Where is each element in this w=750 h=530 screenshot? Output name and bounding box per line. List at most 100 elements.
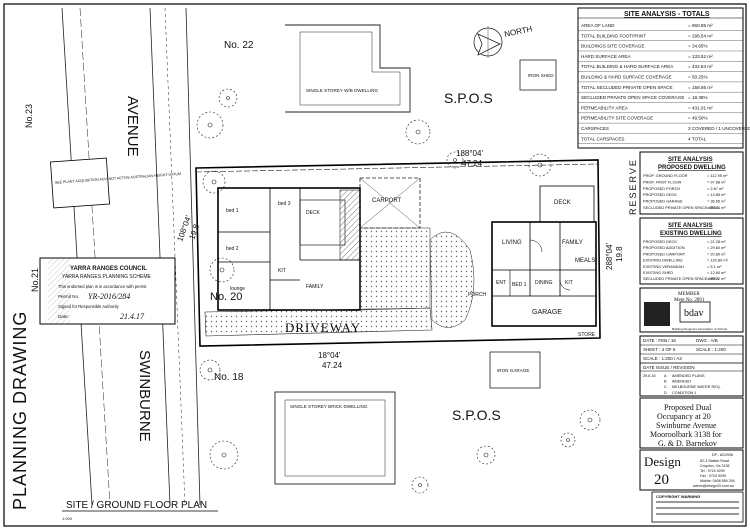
copyright-title: COPYRIGHT WARNING bbox=[656, 494, 700, 499]
totals-title: SITE ANALYSIS - TOTALS bbox=[624, 11, 710, 18]
totals-row-label: TOTAL CARSPACES bbox=[581, 136, 624, 141]
proposed-title-1: SITE ANALYSIS bbox=[668, 157, 713, 163]
proposed-row-value: = 97.68 m² bbox=[707, 179, 726, 184]
garden-bed bbox=[429, 231, 475, 328]
bearing-top: 188°04' bbox=[456, 149, 483, 158]
room-deck-existing: DECK bbox=[306, 210, 321, 216]
revision-description: AMENDED PLANS bbox=[672, 374, 705, 378]
lot-no22-label: No. 22 bbox=[224, 40, 254, 51]
totals-row-label: TOTAL SECLUDED PRIVATE OPEN SPACE bbox=[581, 85, 673, 90]
room-bed1: bed 1 bbox=[226, 208, 239, 214]
north-arrow bbox=[473, 26, 503, 58]
existing-row-value: = 120.80 m² bbox=[707, 258, 729, 263]
proposed-row-value: = 55.14 m² bbox=[707, 205, 726, 210]
room-dining: DINING bbox=[535, 280, 553, 286]
revision-issue: B bbox=[664, 380, 667, 384]
room-garage: GARAGE bbox=[532, 309, 562, 316]
proposed-row-value: = 36.65 m² bbox=[707, 199, 726, 204]
project-line-1: Proposed Dual bbox=[664, 403, 712, 412]
firm-address-2: Croydon, Vic 3136 bbox=[700, 464, 730, 468]
room-living: LIVING bbox=[502, 240, 522, 246]
proposed-row-value: = 112.95 m² bbox=[707, 173, 728, 178]
firm-tel: Tel : 9724 9299 bbox=[700, 469, 725, 473]
driveway-label: DRIVEWAY bbox=[285, 320, 361, 335]
totals-row-label: HARD SURFACE AREA bbox=[581, 54, 631, 59]
totals-row-label: AREA OF LAND bbox=[581, 23, 615, 28]
totals-row-label: CARSPACES bbox=[581, 126, 609, 131]
bdav-logo-text: bdav bbox=[684, 308, 703, 319]
totals-row-label: BUILDING & HARD SURFACE COVERAGE bbox=[581, 75, 672, 80]
totals-row-value: = 298.54 m² bbox=[688, 33, 713, 38]
totals-row-value: = 18.38% bbox=[688, 95, 708, 100]
proposed-dwelling bbox=[491, 185, 597, 327]
stamp-date: 21.4.17 bbox=[120, 312, 145, 321]
stamp-date-label: Date: bbox=[58, 314, 69, 319]
proposed-row-value: = 2.67 m² bbox=[707, 186, 724, 191]
totals-row-label: TOTAL BUILDING FOOTPRINT bbox=[581, 33, 646, 38]
totals-row-value: = 158.66 m² bbox=[688, 85, 713, 90]
note-stamp bbox=[50, 157, 110, 209]
revision-description: AMENDED bbox=[672, 380, 691, 384]
title-block-cell: DWG : A/B bbox=[696, 338, 718, 343]
firm-fax: Fax : 9724 9299 bbox=[700, 474, 726, 478]
project-line-5: G. & D. Barnekov bbox=[658, 439, 717, 448]
room-bed3: bed 3 bbox=[278, 201, 291, 207]
revision-date: 29.6.16 bbox=[643, 374, 656, 378]
firm-block bbox=[639, 449, 744, 491]
room-deck: DECK bbox=[554, 200, 571, 206]
room-carport: CARPORT bbox=[372, 198, 402, 204]
member-number: Mem No. 2891 bbox=[674, 298, 705, 303]
room-kit2: KIT bbox=[565, 280, 573, 286]
title-block-cell: SCALE : 1:200 / A3 bbox=[643, 356, 682, 361]
room-kitchen: KIT bbox=[278, 268, 286, 274]
sheet-border bbox=[3, 3, 747, 527]
proposed-row-label: PROPOSED PORCH bbox=[643, 186, 680, 191]
lot-no23-label: No.23 bbox=[24, 104, 34, 128]
totals-row-label: TOTAL BUILDING & HARD SURFACE AREA bbox=[581, 64, 674, 69]
proposed-row-label: PROPOSED GARAGE bbox=[643, 199, 683, 204]
room-family: FAMILY bbox=[562, 240, 583, 246]
existing-row-label: EXISTING VERANDAH bbox=[643, 264, 684, 269]
totals-row-value: = 49.50% bbox=[688, 116, 708, 121]
driveway-upper bbox=[359, 227, 431, 311]
stamp-body: This endorsed plan is in accordance with… bbox=[58, 284, 147, 289]
street-corridor bbox=[61, 7, 201, 506]
revision-description: CONDITION 1 bbox=[672, 391, 696, 395]
room-bed-new: BED 1 bbox=[512, 282, 527, 288]
revision-issue: A bbox=[664, 374, 667, 378]
firm-email: admin@design20.com.au bbox=[693, 484, 734, 488]
proposed-row-label: SECLUDED PRIVATE OPEN SPACE AREA bbox=[643, 205, 719, 210]
room-family-existing: FAMILY bbox=[306, 284, 324, 290]
stamp-permit-number: YR-2016/284 bbox=[88, 292, 130, 301]
reserve-label: RESERVE bbox=[628, 158, 638, 215]
member-box bbox=[639, 287, 744, 333]
totals-row-value: = 50.25% bbox=[688, 75, 708, 80]
room-bed2: bed 2 bbox=[226, 246, 239, 252]
street-name-word-2: SWINBURNE bbox=[136, 350, 153, 442]
bearing-top-length: 47.24 bbox=[462, 159, 483, 168]
existing-row-label: EXISTING DWELLING bbox=[643, 258, 683, 263]
proposed-row-label: PROPOSED DECK bbox=[643, 192, 677, 197]
iron-garage-label: IRON GARAGE bbox=[497, 368, 529, 373]
lot-no20-label: No. 20 bbox=[210, 291, 242, 303]
proposed-row-value: = 13.85 m² bbox=[707, 192, 726, 197]
title-block-cell: DATE : FEB / 16 bbox=[643, 338, 676, 343]
driveway-surface bbox=[204, 307, 433, 337]
project-line-4: Mooroolbark 3138 for bbox=[650, 430, 722, 439]
totals-row-value: = 860.95 m² bbox=[688, 23, 713, 28]
neighbour-top-dwelling-label: SINGLE STOREY W/B DWELLING bbox=[306, 88, 378, 93]
bearing-right-length: 19.8 bbox=[615, 246, 624, 262]
existing-dwelling bbox=[217, 187, 361, 311]
north-label: NORTH bbox=[504, 24, 534, 39]
revision-issue: D bbox=[664, 391, 667, 395]
bearing-bottom: 18°04' bbox=[318, 351, 341, 360]
existing-table bbox=[639, 217, 744, 285]
neighbour-no18 bbox=[274, 351, 541, 485]
bearing-bottom-length: 47.24 bbox=[322, 361, 343, 370]
bearing-right: 288°04' bbox=[605, 243, 614, 270]
totals-row-label: SECLUDED PRIVATE OPEN SPACE COVERAGE bbox=[581, 95, 684, 100]
